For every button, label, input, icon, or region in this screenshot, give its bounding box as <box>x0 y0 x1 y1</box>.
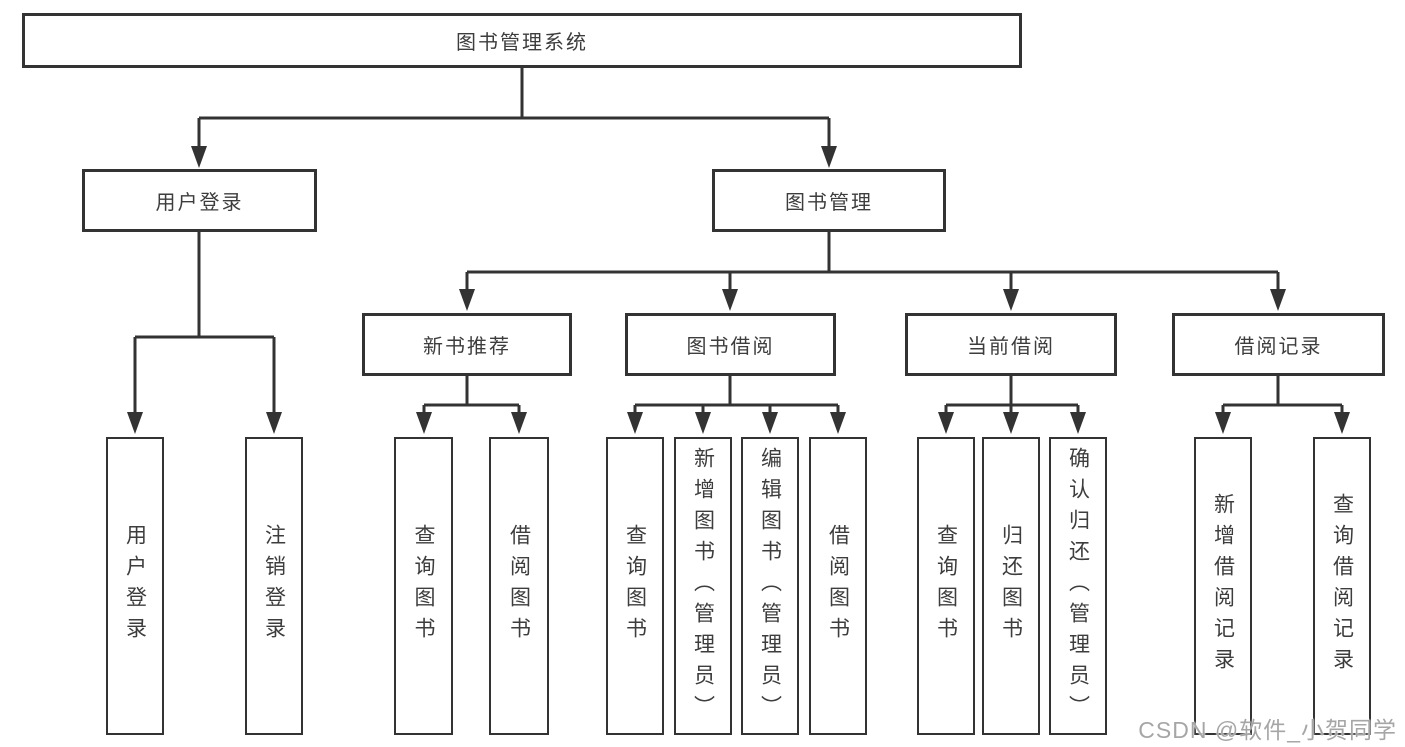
leaf-add-book-admin: 新增图书（管理员） <box>674 437 732 735</box>
node-label: 注销登录 <box>262 524 286 648</box>
node-book-management: 图书管理 <box>712 169 946 232</box>
node-book-borrowing: 图书借阅 <box>625 313 836 376</box>
node-label: 查询图书 <box>623 524 647 648</box>
leaf-borrow-books-recommend: 借阅图书 <box>489 437 549 735</box>
node-label: 图书管理系统 <box>456 32 588 54</box>
node-label: 借阅图书 <box>826 524 850 648</box>
node-label: 编辑图书（管理员） <box>758 446 782 726</box>
node-current-borrowing: 当前借阅 <box>905 313 1117 376</box>
node-label: 用户登录 <box>155 192 244 214</box>
node-label: 新增借阅记录 <box>1211 493 1235 679</box>
node-user-login: 用户登录 <box>82 169 317 232</box>
leaf-edit-book-admin: 编辑图书（管理员） <box>741 437 799 735</box>
watermark: CSDN @软件_小贺同学 <box>1138 717 1397 743</box>
node-label: 新增图书（管理员） <box>691 446 715 726</box>
node-borrowing-records: 借阅记录 <box>1172 313 1385 376</box>
leaf-user-login: 用户登录 <box>106 437 164 735</box>
node-label: 新书推荐 <box>423 336 511 358</box>
node-library-management-system: 图书管理系统 <box>22 13 1022 68</box>
node-label: 图书借阅 <box>686 336 775 358</box>
leaf-borrow-books-borrow: 借阅图书 <box>809 437 867 735</box>
leaf-confirm-return-admin: 确认归还（管理员） <box>1049 437 1107 735</box>
node-label: 借阅记录 <box>1234 336 1323 358</box>
leaf-query-borrow-record: 查询借阅记录 <box>1313 437 1371 735</box>
node-new-book-recommendation: 新书推荐 <box>362 313 572 376</box>
node-label: 查询图书 <box>412 524 435 648</box>
node-label: 图书管理 <box>785 192 873 214</box>
leaf-query-books-borrow: 查询图书 <box>606 437 664 735</box>
leaf-query-books-recommend: 查询图书 <box>394 437 453 735</box>
leaf-logout: 注销登录 <box>245 437 303 735</box>
node-label: 当前借阅 <box>967 336 1055 358</box>
leaf-add-borrow-record: 新增借阅记录 <box>1194 437 1252 735</box>
leaf-query-books-current: 查询图书 <box>917 437 975 735</box>
leaf-return-books: 归还图书 <box>982 437 1040 735</box>
node-label: 用户登录 <box>123 524 147 648</box>
node-label: 查询图书 <box>934 524 958 648</box>
node-label: 确认归还（管理员） <box>1066 446 1090 726</box>
node-label: 归还图书 <box>999 524 1023 648</box>
node-label: 查询借阅记录 <box>1330 493 1354 679</box>
node-label: 借阅图书 <box>507 524 531 648</box>
